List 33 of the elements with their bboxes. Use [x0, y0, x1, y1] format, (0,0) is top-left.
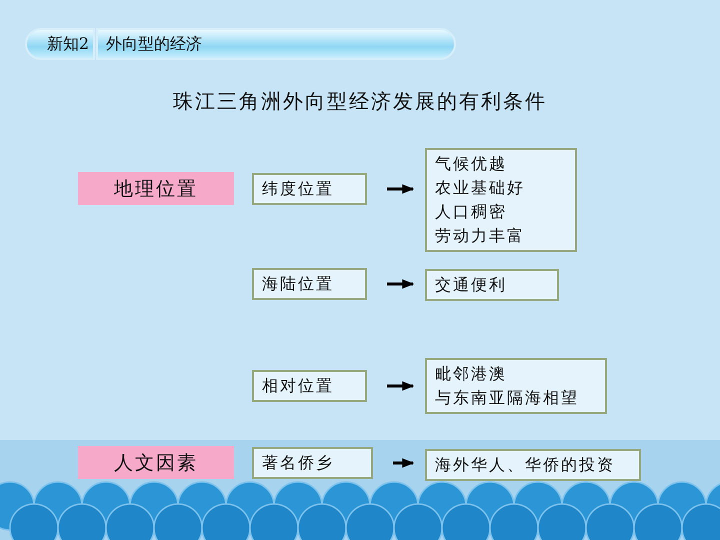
header-tab [25, 28, 95, 60]
box-text: 农业基础好 [435, 177, 526, 199]
box-text: 海陆位置 [262, 273, 335, 295]
box-text: 人口稠密 [435, 201, 508, 223]
process-box [425, 269, 559, 301]
box-text: 劳动力丰富 [435, 225, 526, 247]
title: 珠江三角洲外向型经济发展的有利条件 [172, 88, 548, 115]
box-text: 交通便利 [435, 274, 508, 296]
category-box [78, 446, 234, 479]
process-box [252, 268, 367, 300]
box-text: 纬度位置 [262, 178, 335, 200]
arrow [387, 279, 414, 289]
box-text: 新知2 [46, 34, 89, 54]
arrow [387, 184, 414, 194]
box-text: 相对位置 [262, 375, 335, 397]
process-box [252, 370, 367, 402]
process-box [425, 148, 577, 252]
process-box [252, 173, 367, 205]
process-box [425, 358, 607, 414]
box-text: 与东南亚隔海相望 [435, 387, 580, 409]
process-box [252, 447, 373, 479]
arrow [387, 381, 414, 391]
header-tab [96, 28, 456, 60]
box-text: 地理位置 [114, 176, 198, 202]
box-text: 人文因素 [114, 450, 198, 476]
process-box [425, 449, 641, 481]
arrow [393, 458, 414, 468]
category-box [78, 172, 234, 205]
box-text: 毗邻港澳 [435, 363, 508, 385]
box-text: 海外华人、华侨的投资 [435, 454, 616, 476]
box-text: 外向型的经济 [106, 34, 202, 54]
box-text: 气候优越 [435, 153, 508, 175]
box-text: 著名侨乡 [262, 452, 335, 474]
